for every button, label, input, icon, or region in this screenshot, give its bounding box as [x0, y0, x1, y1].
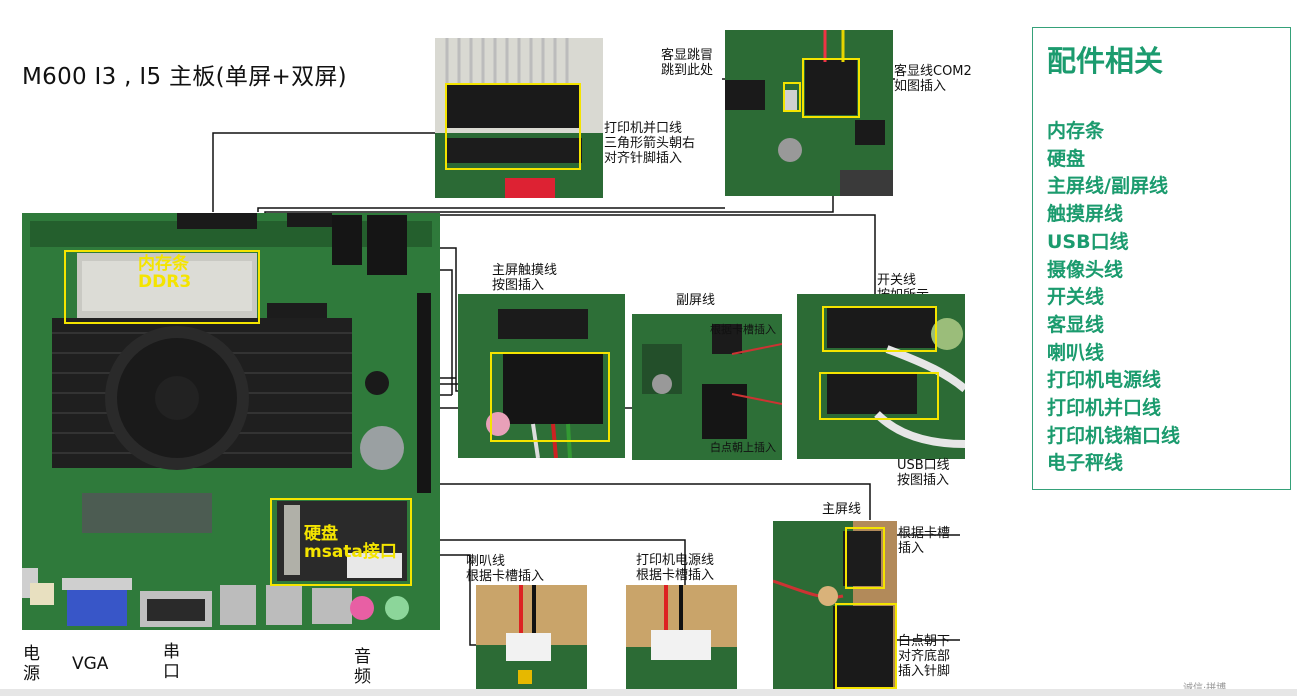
- main-touch-highlight: [490, 352, 610, 442]
- callout-main-touch: 主屏触摸线 按图插入: [492, 263, 558, 293]
- port-label-serial: 串 口: [163, 642, 180, 682]
- callout-sub-slot: 根据卡槽插入: [710, 323, 776, 336]
- list-item: USB口线: [1047, 230, 1129, 253]
- ram-highlight: [64, 250, 260, 324]
- callout-main-slot: 根据卡槽 插入: [898, 526, 951, 556]
- callout-printer-parallel: 打印机并口线 三角形箭头朝右 对齐针脚插入: [604, 121, 696, 166]
- watermark: 诚信·拼博: [1183, 679, 1226, 694]
- sub-screen-photo: [632, 314, 782, 460]
- speaker-photo: [476, 585, 587, 689]
- line-main-screen: [437, 483, 871, 520]
- callout-usb: USB口线 按图插入: [897, 458, 950, 488]
- usb-highlight: [819, 372, 939, 420]
- list-item: 主屏线/副屏线: [1047, 175, 1168, 198]
- accessories-heading: 配件相关: [1047, 44, 1164, 78]
- line-customer-display: [257, 207, 725, 212]
- list-item: 内存条: [1047, 120, 1105, 142]
- callout-main-screen: 主屏线: [822, 502, 862, 517]
- page-title: M600 I3 , I5 主板(单屏+双屏): [22, 64, 347, 90]
- list-item: 打印机并口线: [1047, 397, 1162, 420]
- jumper-highlight: [783, 82, 801, 112]
- port-label-power: 电 源: [23, 644, 40, 684]
- callout-sub-dot: 白点朝上插入: [710, 441, 776, 454]
- list-item: 开关线: [1047, 286, 1105, 309]
- callout-customer-display: 客显线COM2 如图插入: [894, 64, 972, 94]
- motherboard-photo: 内存条 DDR3 硬盘 msata接口: [22, 213, 440, 630]
- callout-sub-screen: 副屏线: [676, 293, 716, 308]
- power-switch-highlight: [822, 306, 937, 352]
- list-item: 摄像头线: [1047, 258, 1124, 281]
- list-item: 客显线: [1047, 313, 1105, 336]
- main-touch-photo: [458, 294, 625, 458]
- main-dot-highlight: [835, 603, 897, 689]
- callout-main-dot: 白点朝下 对齐底部 插入针脚: [898, 634, 951, 679]
- port-label-vga: VGA: [72, 654, 109, 674]
- ssd-label: 硬盘 msata接口: [304, 524, 397, 562]
- ram-label: 内存条 DDR3: [138, 254, 192, 292]
- ssd-highlight: [270, 498, 412, 586]
- line-power-switch: [379, 214, 876, 296]
- motherboard-illustration: [22, 213, 440, 630]
- callout-printer-power: 打印机电源线 根据卡槽插入: [636, 553, 715, 583]
- list-item: 打印机钱箱口线: [1047, 424, 1181, 447]
- power-switch-photo: [797, 294, 965, 459]
- accessories-panel: 配件相关 内存条 硬盘 主屏线/副屏线 触摸屏线 USB口线 摄像头线 开关线 …: [1032, 27, 1291, 490]
- customer-display-photo: [725, 30, 893, 196]
- printer-parallel-photo: [435, 38, 603, 198]
- bottom-scrollbar[interactable]: [0, 689, 1297, 696]
- port-label-audio: 音 频: [354, 647, 371, 687]
- list-item: 打印机电源线: [1047, 369, 1162, 392]
- list-item: 触摸屏线: [1047, 203, 1124, 226]
- line-printer-parallel: [212, 132, 435, 212]
- com2-highlight: [802, 58, 860, 118]
- line-jumper: [264, 195, 834, 215]
- callout-speaker: 喇叭线 根据卡槽插入: [466, 554, 545, 584]
- printer-parallel-highlight: [445, 83, 581, 170]
- accessories-list: 内存条 硬盘 主屏线/副屏线 触摸屏线 USB口线 摄像头线 开关线 客显线 喇…: [1047, 118, 1180, 478]
- list-item: 喇叭线: [1047, 341, 1105, 364]
- main-screen-photo: [773, 521, 897, 689]
- printer-power-photo: [626, 585, 737, 689]
- callout-jumper: 客显跳冒 跳到此处: [661, 48, 714, 78]
- list-item: 硬盘: [1047, 147, 1086, 170]
- list-item: 电子秤线: [1047, 452, 1124, 475]
- main-slot-highlight: [845, 527, 885, 589]
